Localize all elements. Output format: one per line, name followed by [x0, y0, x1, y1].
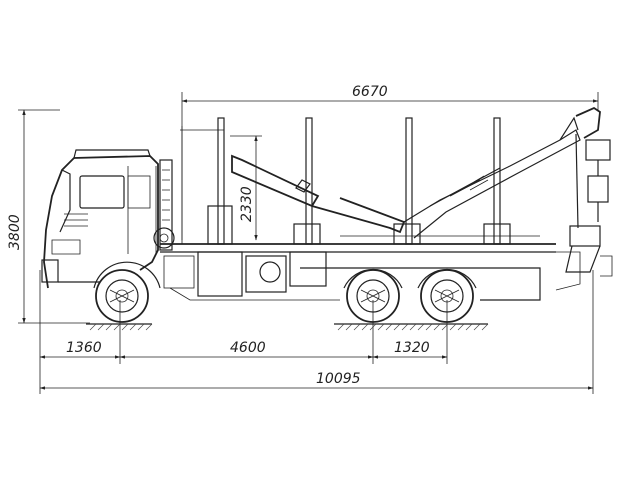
front-wheel: [93, 261, 161, 323]
bogie-spacing-label: 1320: [394, 340, 430, 356]
timber-stanchions: [180, 117, 540, 245]
height-dimension: 3800: [7, 109, 90, 324]
loader-crane: [231, 106, 613, 277]
rear-wheel-1: [343, 268, 403, 323]
stanchion-height-label: 2330: [239, 186, 255, 222]
wheelbase-label: 4600: [230, 340, 266, 356]
axle-spacing-dimensions: 1360 4600 1320 10095: [39, 270, 594, 394]
stanchion-height-dimension: 2330: [230, 135, 262, 241]
rear-wheel-2: [417, 268, 477, 323]
platform-length-label: 6670: [352, 84, 388, 100]
height-dimension-label: 3800: [7, 214, 23, 250]
truck-cab: [41, 149, 173, 289]
overall-length-label: 10095: [316, 371, 361, 387]
front-overhang-label: 1360: [66, 340, 102, 356]
ground-line: [86, 323, 489, 331]
